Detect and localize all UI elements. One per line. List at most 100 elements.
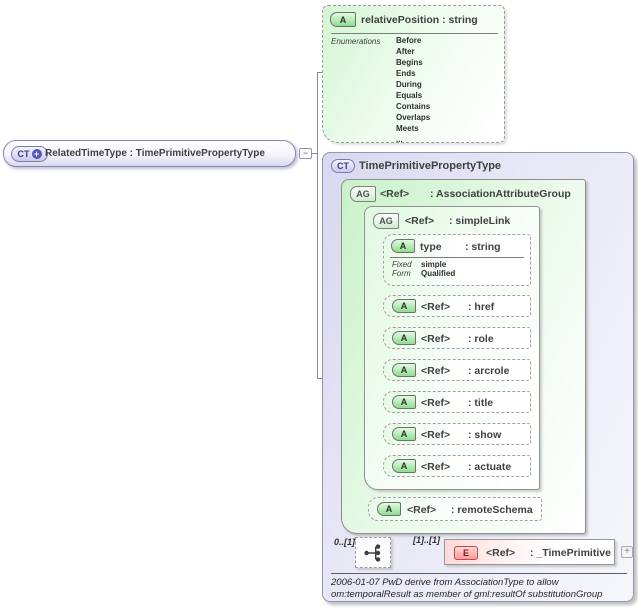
ct-badge-label: CT xyxy=(17,149,30,159)
enum-value: Before xyxy=(396,36,422,45)
occurrence-label-max: [1]..[1] xyxy=(413,535,440,545)
root-element-label: RelatedTimeType : TimePrimitivePropertyT… xyxy=(45,148,265,159)
enum-attribute-box[interactable]: A relativePosition : string Enumerations… xyxy=(322,5,505,145)
attribute-type: : show xyxy=(468,429,502,441)
attribute-badge: A xyxy=(392,299,416,313)
attribute-box-type[interactable]: A type : string Fixed simple Form Qualif… xyxy=(383,234,531,286)
annotation-line: om:temporalResult as member of gml:resul… xyxy=(331,589,603,600)
a-badge-label: A xyxy=(399,241,407,251)
attribute-ref: <Ref> xyxy=(421,365,451,377)
attribute-type: : title xyxy=(468,397,494,409)
attribute-badge: A xyxy=(330,12,356,27)
enum-value: During xyxy=(396,80,422,89)
connector-line xyxy=(317,72,318,379)
simplelink-group-box[interactable]: AG <Ref> : simpleLink A type : string Fi… xyxy=(364,206,540,490)
enum-value: After xyxy=(396,47,415,56)
sequence-compositor-icon[interactable] xyxy=(355,537,391,568)
enum-value-list: Before After Begins Ends During Equals C… xyxy=(396,35,430,145)
complex-type-box[interactable]: CT TimePrimitivePropertyType AG <Ref> : … xyxy=(322,152,634,602)
ct-badge-label: CT xyxy=(337,161,349,171)
attribute-group-badge: AG xyxy=(350,186,376,202)
attribute-ref: <Ref> xyxy=(421,333,451,345)
enum-value: Begins xyxy=(396,58,423,67)
attribute-row-remoteschema[interactable]: A <Ref> : remoteSchema xyxy=(368,497,542,521)
association-attribute-group-box[interactable]: AG <Ref> : AssociationAttributeGroup AG … xyxy=(341,179,586,534)
attribute-type: : arcrole xyxy=(468,365,510,377)
attribute-row-role[interactable]: A <Ref> : role xyxy=(383,327,531,349)
enum-value: Ends xyxy=(396,69,416,78)
connector-line xyxy=(311,153,317,154)
attribute-badge: A xyxy=(392,331,416,345)
attribute-row-arcrole[interactable]: A <Ref> : arcrole xyxy=(383,359,531,381)
attribute-badge: A xyxy=(392,363,416,377)
ag-badge-label: AG xyxy=(379,216,393,226)
attribute-ref: <Ref> xyxy=(421,429,451,441)
enum-value: Contains xyxy=(396,102,431,111)
a-badge-label: A xyxy=(385,504,393,514)
expand-button[interactable]: + xyxy=(621,546,633,558)
element-ref: <Ref> xyxy=(486,547,516,559)
form-label: Form xyxy=(392,269,411,278)
attribute-row-show[interactable]: A <Ref> : show xyxy=(383,423,531,445)
element-box-timeprimitive[interactable]: E <Ref> : _TimePrimitive xyxy=(444,539,615,565)
enum-value: Equals xyxy=(396,91,423,100)
a-badge-label: A xyxy=(339,14,347,25)
group-type-label: : simpleLink xyxy=(449,215,511,227)
annotation-line: 2006-01-07 PwD derive from AssociationTy… xyxy=(331,577,559,588)
attribute-type: : role xyxy=(468,333,494,345)
group-ref-label: <Ref> xyxy=(380,188,410,200)
annotation-text: 2006-01-07 PwD derive from AssociationTy… xyxy=(331,577,631,601)
a-badge-label: A xyxy=(400,301,408,311)
complex-type-badge: CT + xyxy=(11,146,48,162)
sequence-glyph-icon xyxy=(364,543,381,562)
root-element-box[interactable]: CT + RelatedTimeType : TimePrimitiveProp… xyxy=(3,140,296,167)
a-badge-label: A xyxy=(400,429,408,439)
e-badge-label: E xyxy=(462,548,469,558)
attribute-ref: <Ref> xyxy=(421,397,451,409)
enumerations-label: Enumerations xyxy=(331,37,381,46)
element-type: : _TimePrimitive xyxy=(530,547,611,559)
enum-value: Meets xyxy=(396,124,419,133)
fixed-label: Fixed xyxy=(392,260,412,269)
a-badge-label: A xyxy=(400,365,408,375)
form-value: Qualified xyxy=(421,269,456,278)
enum-title: relativePosition : string xyxy=(361,14,478,26)
attribute-row-href[interactable]: A <Ref> : href xyxy=(383,295,531,317)
attribute-badge: A xyxy=(392,427,416,441)
enum-value: ... xyxy=(396,135,403,144)
a-badge-label: A xyxy=(400,397,408,407)
attribute-type: : actuate xyxy=(468,461,512,473)
attribute-type: : string xyxy=(465,241,501,253)
attribute-type: : href xyxy=(468,301,495,313)
element-badge: E xyxy=(454,546,478,560)
annotation-divider xyxy=(331,573,627,574)
collapse-handle[interactable]: − xyxy=(299,148,312,159)
attribute-name: type xyxy=(420,241,442,253)
attribute-ref: <Ref> xyxy=(421,461,451,473)
complex-type-title: TimePrimitivePropertyType xyxy=(359,160,502,172)
attribute-group-badge: AG xyxy=(373,213,399,229)
attribute-badge: A xyxy=(377,502,401,516)
attribute-badge: A xyxy=(392,395,416,409)
a-badge-label: A xyxy=(400,461,408,471)
connector-line xyxy=(317,72,322,73)
derivation-plus-icon: + xyxy=(31,149,42,159)
enum-value: Overlaps xyxy=(396,113,431,122)
ag-badge-label: AG xyxy=(356,189,370,199)
occurrence-label-min: 0..[1] xyxy=(334,537,356,547)
attribute-row-actuate[interactable]: A <Ref> : actuate xyxy=(383,455,531,477)
a-badge-label: A xyxy=(400,333,408,343)
attribute-badge: A xyxy=(391,239,415,253)
group-ref-label: <Ref> xyxy=(405,215,435,227)
fixed-value: simple xyxy=(421,260,447,269)
attribute-badge: A xyxy=(392,459,416,473)
divider xyxy=(390,257,524,258)
attribute-row-title[interactable]: A <Ref> : title xyxy=(383,391,531,413)
complex-type-badge: CT xyxy=(331,159,355,173)
group-type-label: : AssociationAttributeGroup xyxy=(430,188,571,200)
attribute-ref: <Ref> xyxy=(421,301,451,313)
attribute-type: : remoteSchema xyxy=(451,504,533,516)
divider xyxy=(331,33,498,34)
attribute-ref: <Ref> xyxy=(407,504,437,516)
